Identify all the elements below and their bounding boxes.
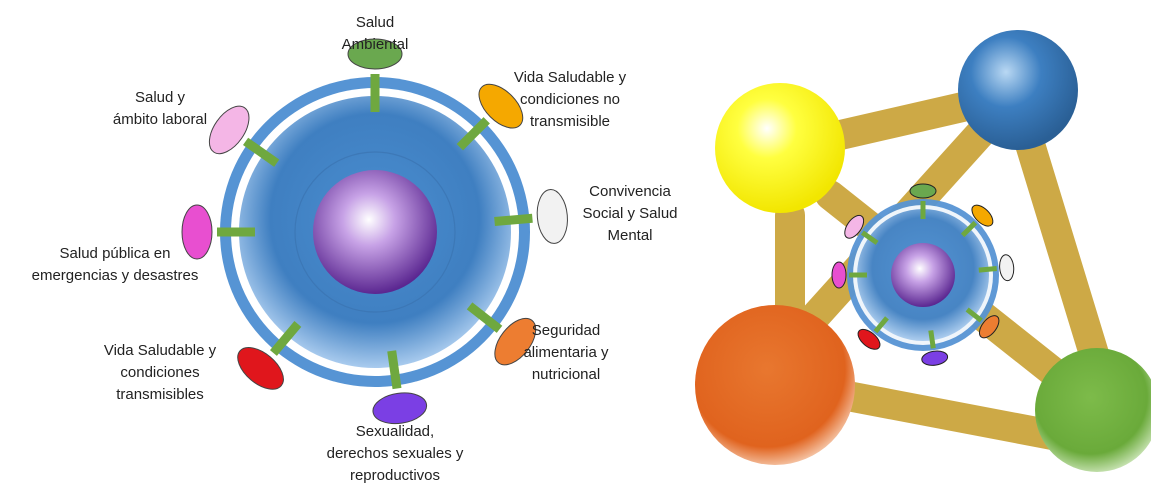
label-sexualidad-line-3: reproductivos <box>350 467 440 484</box>
receptor-convivencia-social <box>535 188 570 244</box>
label-vida-saludable-transmisibles-line-3: transmisibles <box>116 386 204 403</box>
atom-yellow <box>715 83 845 213</box>
atom-blue <box>958 30 1078 150</box>
mini-nucleus <box>891 243 955 307</box>
molecule-diagram <box>695 30 1151 472</box>
label-sexualidad-line-1: Sexualidad, <box>356 423 434 440</box>
receptor-sexualidad <box>371 390 429 427</box>
label-seguridad-alimentaria-line-1: Seguridad <box>532 322 600 339</box>
label-vida-saludable-no-transmisible-line-3: transmisible <box>530 113 610 130</box>
label-salud-ambiental-line-2: Ambiental <box>342 36 409 53</box>
mini-receptor-sexualidad <box>921 349 949 366</box>
label-vida-saludable-no-transmisible-line-2: condiciones no <box>520 91 620 108</box>
label-salud-publica-emergencias-line-2: emergencias y desastres <box>32 267 199 284</box>
label-seguridad-alimentaria-line-2: alimentaria y <box>523 344 609 361</box>
label-convivencia-social-line-3: Mental <box>607 227 652 244</box>
label-convivencia-social-line-1: Convivencia <box>589 183 671 200</box>
label-salud-ambito-laboral-line-1: Salud y <box>135 89 186 106</box>
nucleus <box>313 170 437 294</box>
receptor-stem-convivencia-social <box>495 218 533 221</box>
label-vida-saludable-no-transmisible-line-1: Vida Saludable y <box>514 69 627 86</box>
mini-receptor-convivencia-social <box>999 254 1015 281</box>
label-salud-publica-emergencias-line-1: Salud pública en <box>60 245 171 262</box>
receptor-stem-sexualidad <box>392 351 397 389</box>
label-vida-saludable-transmisibles-line-1: Vida Saludable y <box>104 342 217 359</box>
label-salud-ambito-laboral-line-2: ámbito laboral <box>113 111 207 128</box>
label-seguridad-alimentaria-line-3: nutricional <box>532 366 600 383</box>
mini-receptor-stem-convivencia-social <box>979 269 997 271</box>
atom-orange <box>695 305 855 465</box>
label-vida-saludable-transmisibles-line-2: condiciones <box>120 364 199 381</box>
mini-receptor-salud-publica-emergencias <box>832 262 846 288</box>
label-convivencia-social-line-2: Social y Salud <box>582 205 677 222</box>
mini-receptor-stem-sexualidad <box>931 330 934 348</box>
label-salud-ambiental-line-1: Salud <box>356 14 394 31</box>
mini-receptor-salud-ambiental <box>910 184 936 198</box>
label-sexualidad-line-2: derechos sexuales y <box>327 445 464 462</box>
receptor-salud-publica-emergencias <box>182 205 212 259</box>
